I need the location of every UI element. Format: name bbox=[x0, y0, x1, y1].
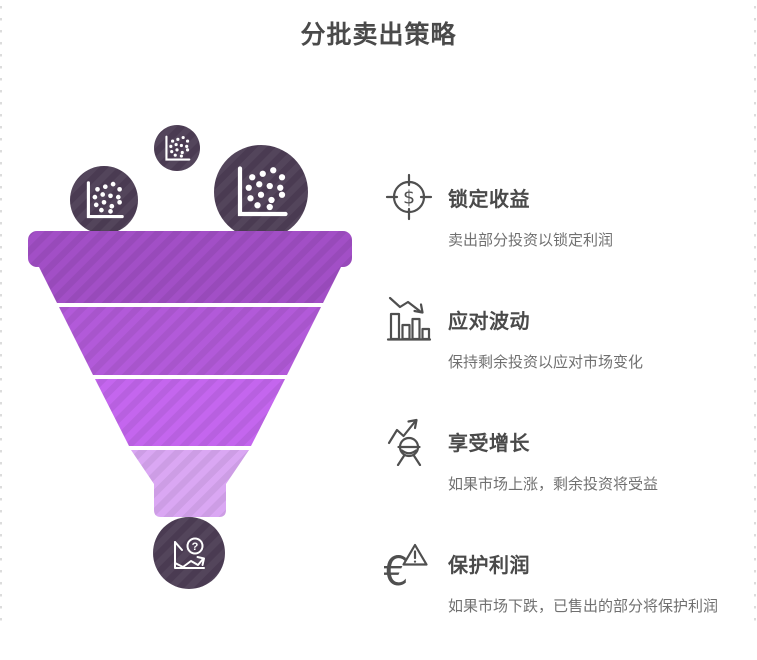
benefit-title: 保护利润 bbox=[448, 554, 530, 577]
benefit-description: 保持剩余投资以应对市场变化 bbox=[448, 354, 644, 371]
svg-text:?: ? bbox=[192, 541, 199, 553]
benefit-description: 卖出部分投资以锁定利润 bbox=[448, 232, 614, 249]
euro-warning-icon: € bbox=[384, 543, 428, 588]
infographic-canvas: { "page": { "title": "分批卖出策略", "backgrou… bbox=[0, 6, 756, 624]
benefit-item-lock-gains: $ 锁定收益 卖出部分投资以锁定利润 bbox=[384, 172, 746, 250]
svg-text:€: € bbox=[384, 549, 408, 588]
line-chart-question-icon: ? bbox=[174, 537, 205, 569]
benefit-item-enjoy-growth: 享受增长 如果市场上涨，剩余投资将受益 bbox=[384, 416, 746, 494]
benefit-description: 如果市场上涨，剩余投资将受益 bbox=[448, 476, 659, 493]
target-dollar-icon: $ bbox=[385, 173, 433, 221]
funnel-diagram: ? bbox=[28, 125, 352, 589]
page-title: 分批卖出策略 bbox=[300, 21, 457, 49]
funnel-output-circle: ? bbox=[153, 517, 225, 589]
person-growth-icon bbox=[387, 418, 422, 466]
benefits-list: $ 锁定收益 卖出部分投资以锁定利润 应对波动 保持剩余投资以应对市场变化 享受… bbox=[384, 172, 746, 660]
benefit-description: 如果市场下跌，已售出的部分将保护利润 bbox=[448, 598, 719, 615]
right-dashed-border bbox=[754, 6, 756, 624]
benefit-title: 享受增长 bbox=[448, 432, 530, 455]
benefit-title: 应对波动 bbox=[448, 310, 530, 333]
benefit-item-handle-volatility: 应对波动 保持剩余投资以应对市场变化 bbox=[384, 294, 746, 372]
bar-chart-decline-icon bbox=[386, 296, 432, 341]
falling-data-circles bbox=[70, 125, 308, 239]
svg-text:$: $ bbox=[403, 187, 415, 209]
funnel-body bbox=[28, 231, 352, 517]
benefit-title: 锁定收益 bbox=[448, 188, 530, 211]
left-dashed-border bbox=[0, 6, 2, 624]
benefit-item-protect-profit: € 保护利润 如果市场下跌，已售出的部分将保护利润 bbox=[384, 538, 746, 616]
